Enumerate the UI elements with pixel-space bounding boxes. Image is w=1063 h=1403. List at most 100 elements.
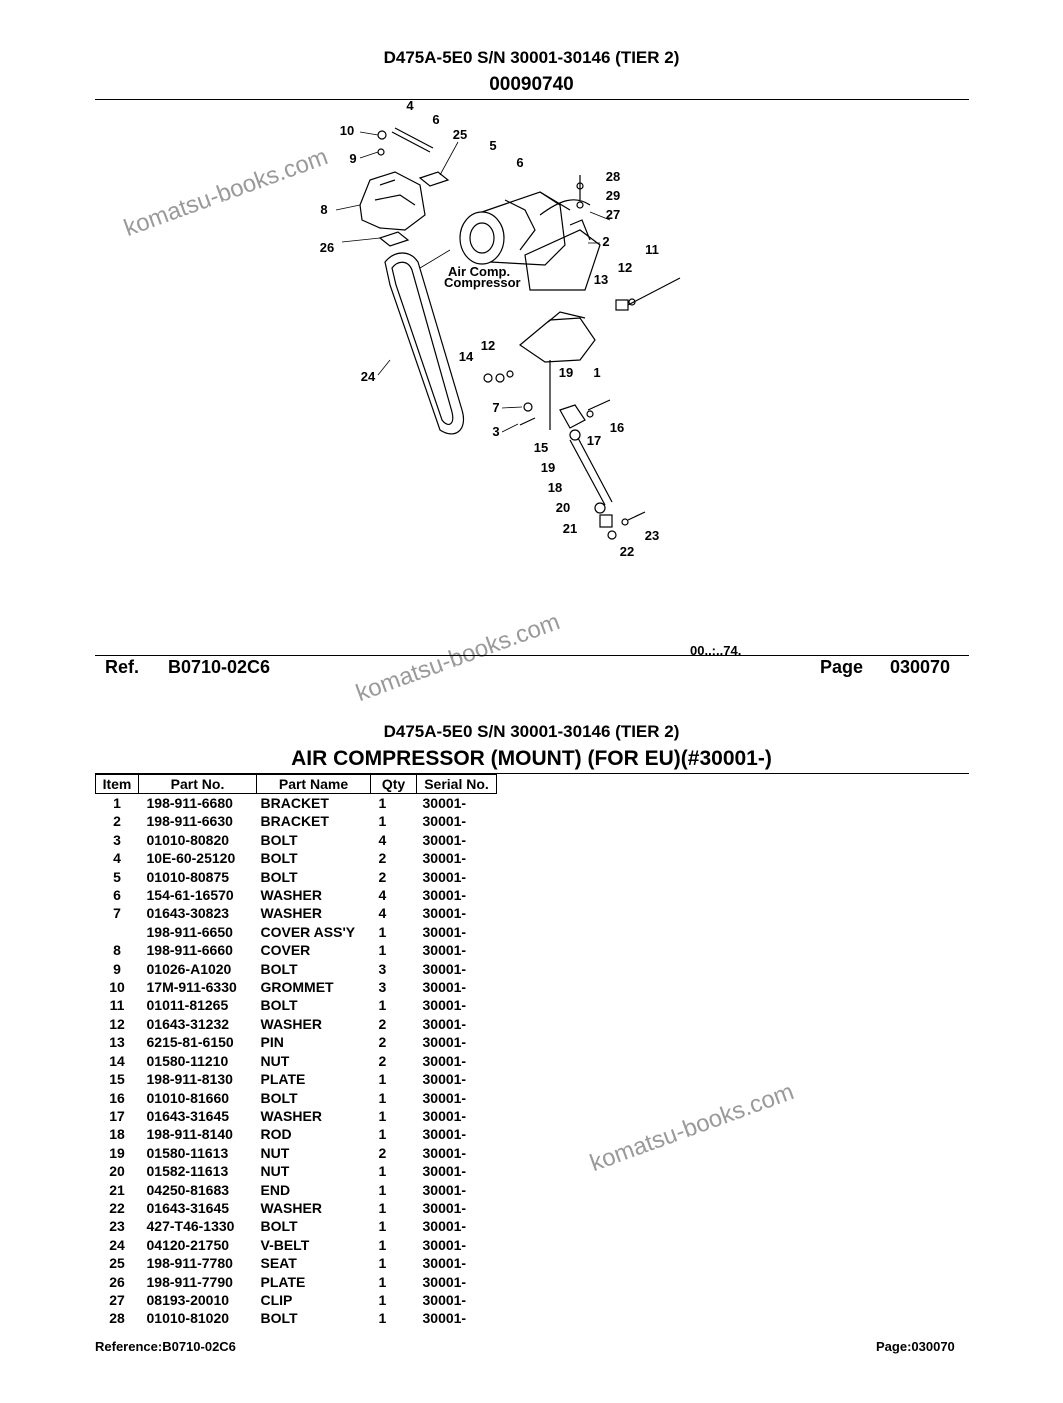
quantity: 1 (378, 1163, 387, 1180)
quantity: 1 (378, 997, 387, 1014)
page-label: Page (820, 657, 864, 677)
section-title: AIR COMPRESSOR (MOUNT) (FOR EU)(#30001-) (291, 747, 772, 770)
serial-number: 30001- (422, 1071, 467, 1088)
part-number: 198-911-8140 (146, 1126, 233, 1143)
callout-number: 12 (481, 338, 495, 353)
quantity: 4 (378, 831, 387, 848)
callout-number: 1 (593, 365, 600, 380)
callout-number: 19 (559, 365, 573, 380)
quantity: 2 (378, 1052, 387, 1069)
serial-number: 30001- (422, 1015, 467, 1032)
quantity: 3 (378, 979, 387, 996)
header-part-name: Part Name (256, 774, 371, 794)
item-number: 19 (109, 1144, 125, 1161)
part-name: PLATE (260, 1071, 306, 1088)
item-number: 14 (109, 1052, 125, 1069)
callout-number: 24 (361, 369, 376, 384)
serial-number: 30001- (422, 1291, 467, 1308)
callout-number: 29 (606, 188, 620, 203)
part-number: 01582-11613 (146, 1163, 229, 1180)
part-name: BOLT (260, 868, 298, 885)
part-name: BOLT (260, 850, 298, 867)
compressor-label-1: Air Comp. (448, 264, 510, 279)
quantity: 2 (378, 1034, 387, 1051)
part-number: 01010-81020 (146, 1310, 230, 1327)
callout-number: 11 (645, 242, 659, 257)
item-number: 22 (109, 1199, 125, 1216)
part-number: 198-911-7780 (146, 1255, 233, 1272)
item-number: 28 (109, 1310, 125, 1327)
quantity: 1 (378, 1199, 387, 1216)
part-name: PIN (260, 1034, 284, 1051)
serial-number: 30001- (422, 1218, 467, 1235)
serial-number: 30001- (422, 1236, 467, 1253)
serial-number: 30001- (422, 813, 467, 830)
section-model-line: D475A-5E0 S/N 30001-30146 (TIER 2) (383, 722, 680, 741)
part-number: 154-61-16570 (146, 887, 234, 904)
quantity: 1 (378, 1291, 387, 1308)
callout-number: 6 (432, 112, 439, 127)
quantity: 1 (378, 1089, 387, 1106)
part-name: PLATE (260, 1273, 306, 1290)
callout-number: 14 (459, 349, 474, 364)
item-number: 27 (109, 1291, 125, 1308)
part-number: 01643-31645 (146, 1107, 230, 1124)
part-number: 198-911-6650 (146, 923, 233, 940)
part-number: 427-T46-1330 (146, 1218, 235, 1235)
part-name: BRACKET (260, 813, 329, 830)
serial-number: 30001- (422, 960, 467, 977)
quantity: 2 (378, 1144, 387, 1161)
callout-number: 17 (587, 433, 601, 448)
part-number: 198-911-7790 (146, 1273, 233, 1290)
callout-number: 3 (492, 424, 499, 439)
part-number: 6215-81-6150 (146, 1034, 234, 1051)
part-name: WASHER (260, 1199, 322, 1216)
serial-number: 30001- (422, 795, 467, 811)
part-name: WASHER (260, 1107, 322, 1124)
serial-number: 30001- (422, 1089, 467, 1106)
callout-number: 2 (602, 234, 609, 249)
section-divider (95, 773, 969, 774)
quantity: 1 (378, 1273, 387, 1290)
header-model-line: D475A-5E0 S/N 30001-30146 (TIER 2) (383, 48, 680, 67)
header-item: Item (95, 774, 139, 794)
callout-number: 12 (618, 260, 632, 275)
quantity: 1 (378, 923, 387, 940)
part-number: 01010-80820 (146, 831, 230, 848)
part-number: 08193-20010 (146, 1291, 230, 1308)
part-number: 01010-80875 (146, 868, 230, 885)
item-number: 10 (109, 979, 125, 996)
exploded-parts-diagram: Air Comp. Compressor 1234566789101112121… (320, 98, 742, 658)
header-part-no: Part No. (138, 774, 257, 794)
quantity: 1 (378, 1107, 387, 1124)
item-number: 17 (109, 1107, 125, 1124)
quantity: 3 (378, 960, 387, 977)
item-number: 5 (113, 868, 121, 885)
serial-number: 30001- (422, 1126, 467, 1143)
callout-number: 27 (606, 207, 620, 222)
item-number: 15 (109, 1071, 125, 1088)
part-name: COVER ASS'Y (260, 923, 356, 940)
serial-number: 30001- (422, 1034, 467, 1051)
callout-number: 4 (406, 98, 414, 113)
header-divider (95, 99, 969, 100)
serial-number: 30001- (422, 923, 467, 940)
quantity: 1 (378, 795, 387, 811)
serial-number: 30001- (422, 1310, 467, 1327)
callout-number: 25 (453, 127, 467, 142)
item-number: 1 (113, 795, 121, 811)
